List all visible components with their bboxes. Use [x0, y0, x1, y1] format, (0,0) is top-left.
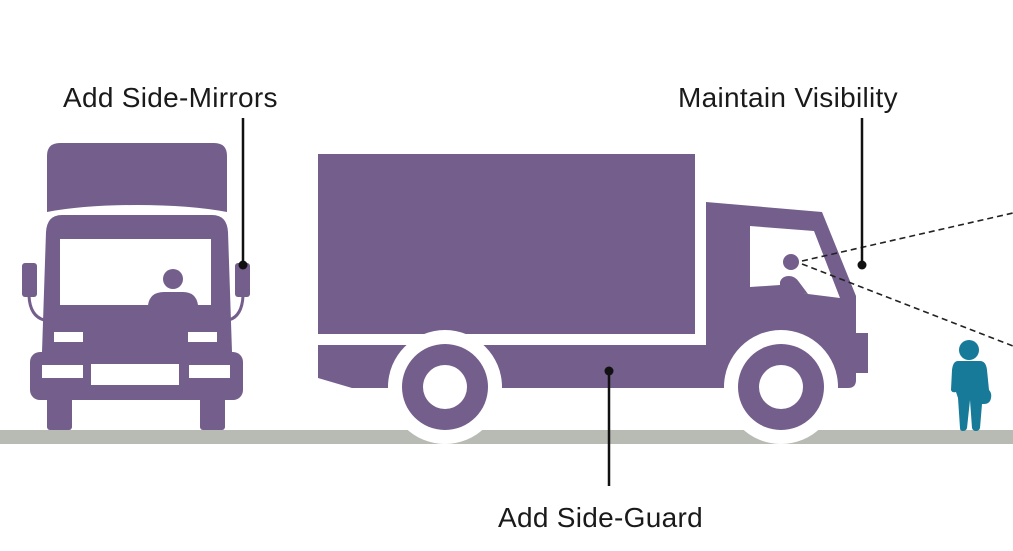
ground — [0, 430, 1013, 444]
front-truck-wheel-right — [200, 395, 225, 430]
visibility-dot — [857, 260, 867, 270]
front-wheel-hub — [759, 365, 803, 409]
left-mirror-arm — [27, 295, 45, 322]
front-truck-box — [47, 143, 227, 212]
license-plate — [91, 364, 179, 385]
right-mirror-arm — [228, 295, 245, 322]
pedestrian-head — [959, 340, 979, 360]
right-mirror — [235, 263, 250, 297]
headlight-right — [188, 332, 217, 342]
pedestrian-icon — [951, 340, 992, 431]
headlight-left — [54, 332, 83, 342]
sight-line-lower — [801, 263, 1013, 347]
bumper-light-left — [42, 365, 83, 378]
front-truck-wheel-left — [47, 395, 72, 430]
side-driver-head — [783, 254, 799, 270]
front-driver — [148, 269, 198, 305]
label-side-guard: Add Side-Guard — [498, 502, 703, 533]
rear-wheel-hub — [423, 365, 467, 409]
left-mirror — [22, 263, 37, 297]
leader-lines — [241, 118, 864, 486]
side-truck — [318, 154, 868, 444]
bumper-light-right — [189, 365, 230, 378]
front-driver-head — [163, 269, 183, 289]
front-driver-body — [148, 292, 198, 305]
sight-line-upper — [801, 212, 1013, 262]
pedestrian-body — [951, 361, 992, 431]
side-guard-chassis — [318, 202, 868, 388]
side-mirrors-dot — [238, 260, 248, 270]
label-maintain-visibility: Maintain Visibility — [678, 82, 898, 113]
side-driver-body — [780, 276, 808, 294]
side-guard-dot — [604, 366, 614, 376]
cargo-box — [318, 154, 695, 334]
label-side-mirrors: Add Side-Mirrors — [63, 82, 278, 113]
